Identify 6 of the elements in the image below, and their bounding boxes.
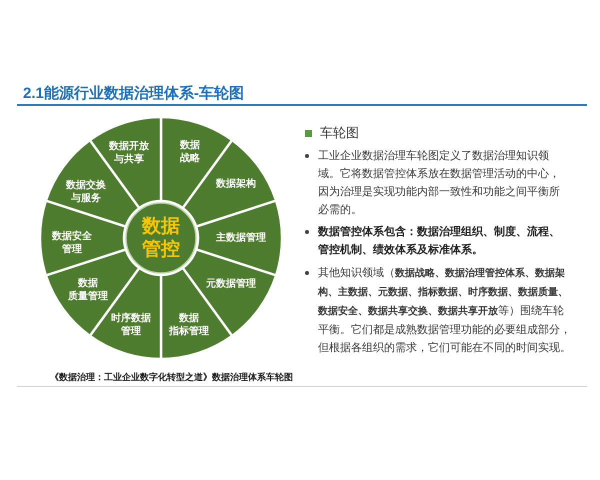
caption: 《数据治理：工业企业数字化转型之道》数据治理体系车轮图 <box>50 371 293 384</box>
bullet-text: 数据管控体系包含：数据治理组织、制度、流程、管控机制、绩效体系及标准体系。 <box>318 224 561 258</box>
section-heading: 车轮图 <box>320 124 360 142</box>
title: 2.1能源行业数据治理体系-车轮图 <box>23 85 244 103</box>
bullet-text: 其他知识领域（数据战略、数据治理管控体系、数据架构、主数据、元数据、指标数据、时序数据、数据质量、数据安全、数据共享交换、数据共享开放等）围绕车轮平衡。它们都是成熟数据管理功能的必要组成部分，但根据各组织的需求，它们可能在不同的时间实现。 <box>318 266 572 356</box>
bullet-text: 工业企业数据治理车轮图定义了数据治理知识领域。它将数据管控体系放在数据管理活动的中心，因为治理是实现功能内部一致性和功能之间平衡所必需的。 <box>318 148 561 218</box>
